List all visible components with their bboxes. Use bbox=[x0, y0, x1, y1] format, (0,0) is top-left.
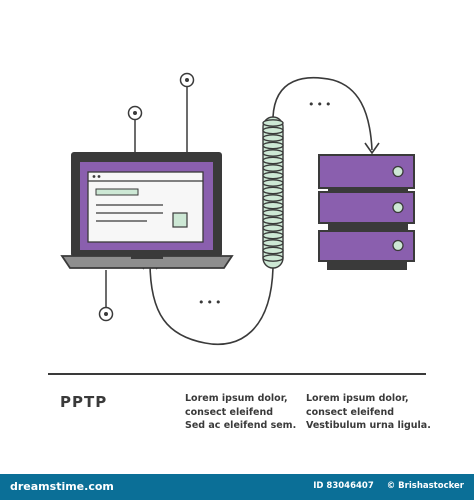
laptop-notch bbox=[131, 256, 163, 259]
caption-line: Sed ac eleifend sem. bbox=[185, 420, 297, 431]
tunnel-pipe-segment bbox=[262, 134, 284, 142]
brand-logo[interactable]: dreamstime.com bbox=[10, 480, 114, 493]
image-credit: ID 83046407 © Brishastocker bbox=[303, 481, 464, 491]
status-light bbox=[392, 165, 404, 178]
copyright: © Brishastocker bbox=[386, 481, 464, 491]
tunnel-pipe-segment bbox=[262, 156, 284, 165]
tunnel-to-server-arrow bbox=[272, 77, 373, 151]
tunnel-pipe-segment bbox=[262, 254, 284, 262]
tunnel-pipe-segment bbox=[262, 119, 284, 127]
tunnel-pipe-segment bbox=[262, 201, 284, 210]
laptop-icon bbox=[60, 152, 234, 269]
tunnel-pipe-segment bbox=[262, 224, 284, 232]
tunnel-pipe-segment bbox=[262, 194, 284, 202]
tunnel-pipe-segment bbox=[262, 246, 284, 255]
browser-window bbox=[87, 171, 204, 243]
antenna-icon bbox=[179, 72, 195, 153]
caption-right: Lorem ipsum dolor, consect eleifend Vest… bbox=[306, 392, 431, 433]
caption-line: Vestibulum urna ligula. bbox=[306, 420, 431, 431]
server-unit bbox=[318, 191, 415, 224]
caption-line: Lorem ipsum dolor, bbox=[185, 393, 288, 404]
diagram-title: PPTP bbox=[60, 393, 108, 411]
status-light bbox=[392, 201, 404, 214]
divider bbox=[48, 373, 426, 375]
tunnel-pipe-segment bbox=[262, 164, 284, 172]
caption-line: consect eleifend bbox=[185, 406, 274, 418]
laptop-base bbox=[60, 255, 234, 269]
status-light bbox=[392, 239, 404, 252]
ellipsis-bottom: ••• bbox=[198, 296, 223, 309]
tunnel-pipe-segment bbox=[262, 171, 284, 180]
tunnel-pipe-segment bbox=[262, 209, 284, 217]
caption-left: Lorem ipsum dolor, consect eleifend Sed … bbox=[185, 392, 296, 433]
tunnel-to-laptop-arrow bbox=[149, 261, 274, 345]
antenna-icon bbox=[127, 105, 143, 153]
server-unit bbox=[318, 230, 415, 262]
tunnel-pipe-segment bbox=[262, 149, 284, 157]
pptp-diagram: ••• ••• bbox=[60, 72, 415, 345]
tunnel-pipe-segment bbox=[262, 186, 284, 195]
ellipsis-top: ••• bbox=[308, 98, 333, 111]
server-unit bbox=[318, 154, 415, 189]
tunnel-pipe-segment bbox=[262, 126, 284, 135]
page-headline-block bbox=[95, 188, 139, 196]
caption-line: consect eleifend bbox=[306, 406, 395, 418]
tunnel-pipe-segment bbox=[262, 141, 284, 150]
server-rack-icon bbox=[318, 154, 415, 270]
server-stand bbox=[327, 261, 407, 270]
tunnel-to-server-arrowhead bbox=[364, 142, 380, 155]
antenna-icon bbox=[98, 270, 114, 322]
tunnel-pipe-segment bbox=[262, 239, 284, 247]
tunnel-pipe-segment bbox=[262, 179, 284, 187]
tunnel-pipe-segment bbox=[262, 231, 284, 240]
image-id: ID 83046407 bbox=[313, 481, 374, 491]
footer-bar: dreamstime.com ID 83046407 © Brishastock… bbox=[0, 474, 474, 500]
tunnel-pipe-icon bbox=[262, 116, 284, 269]
page-image-block bbox=[172, 212, 188, 228]
tunnel-pipe-segment bbox=[262, 216, 284, 225]
caption-line: Lorem ipsum dolor, bbox=[306, 393, 409, 404]
